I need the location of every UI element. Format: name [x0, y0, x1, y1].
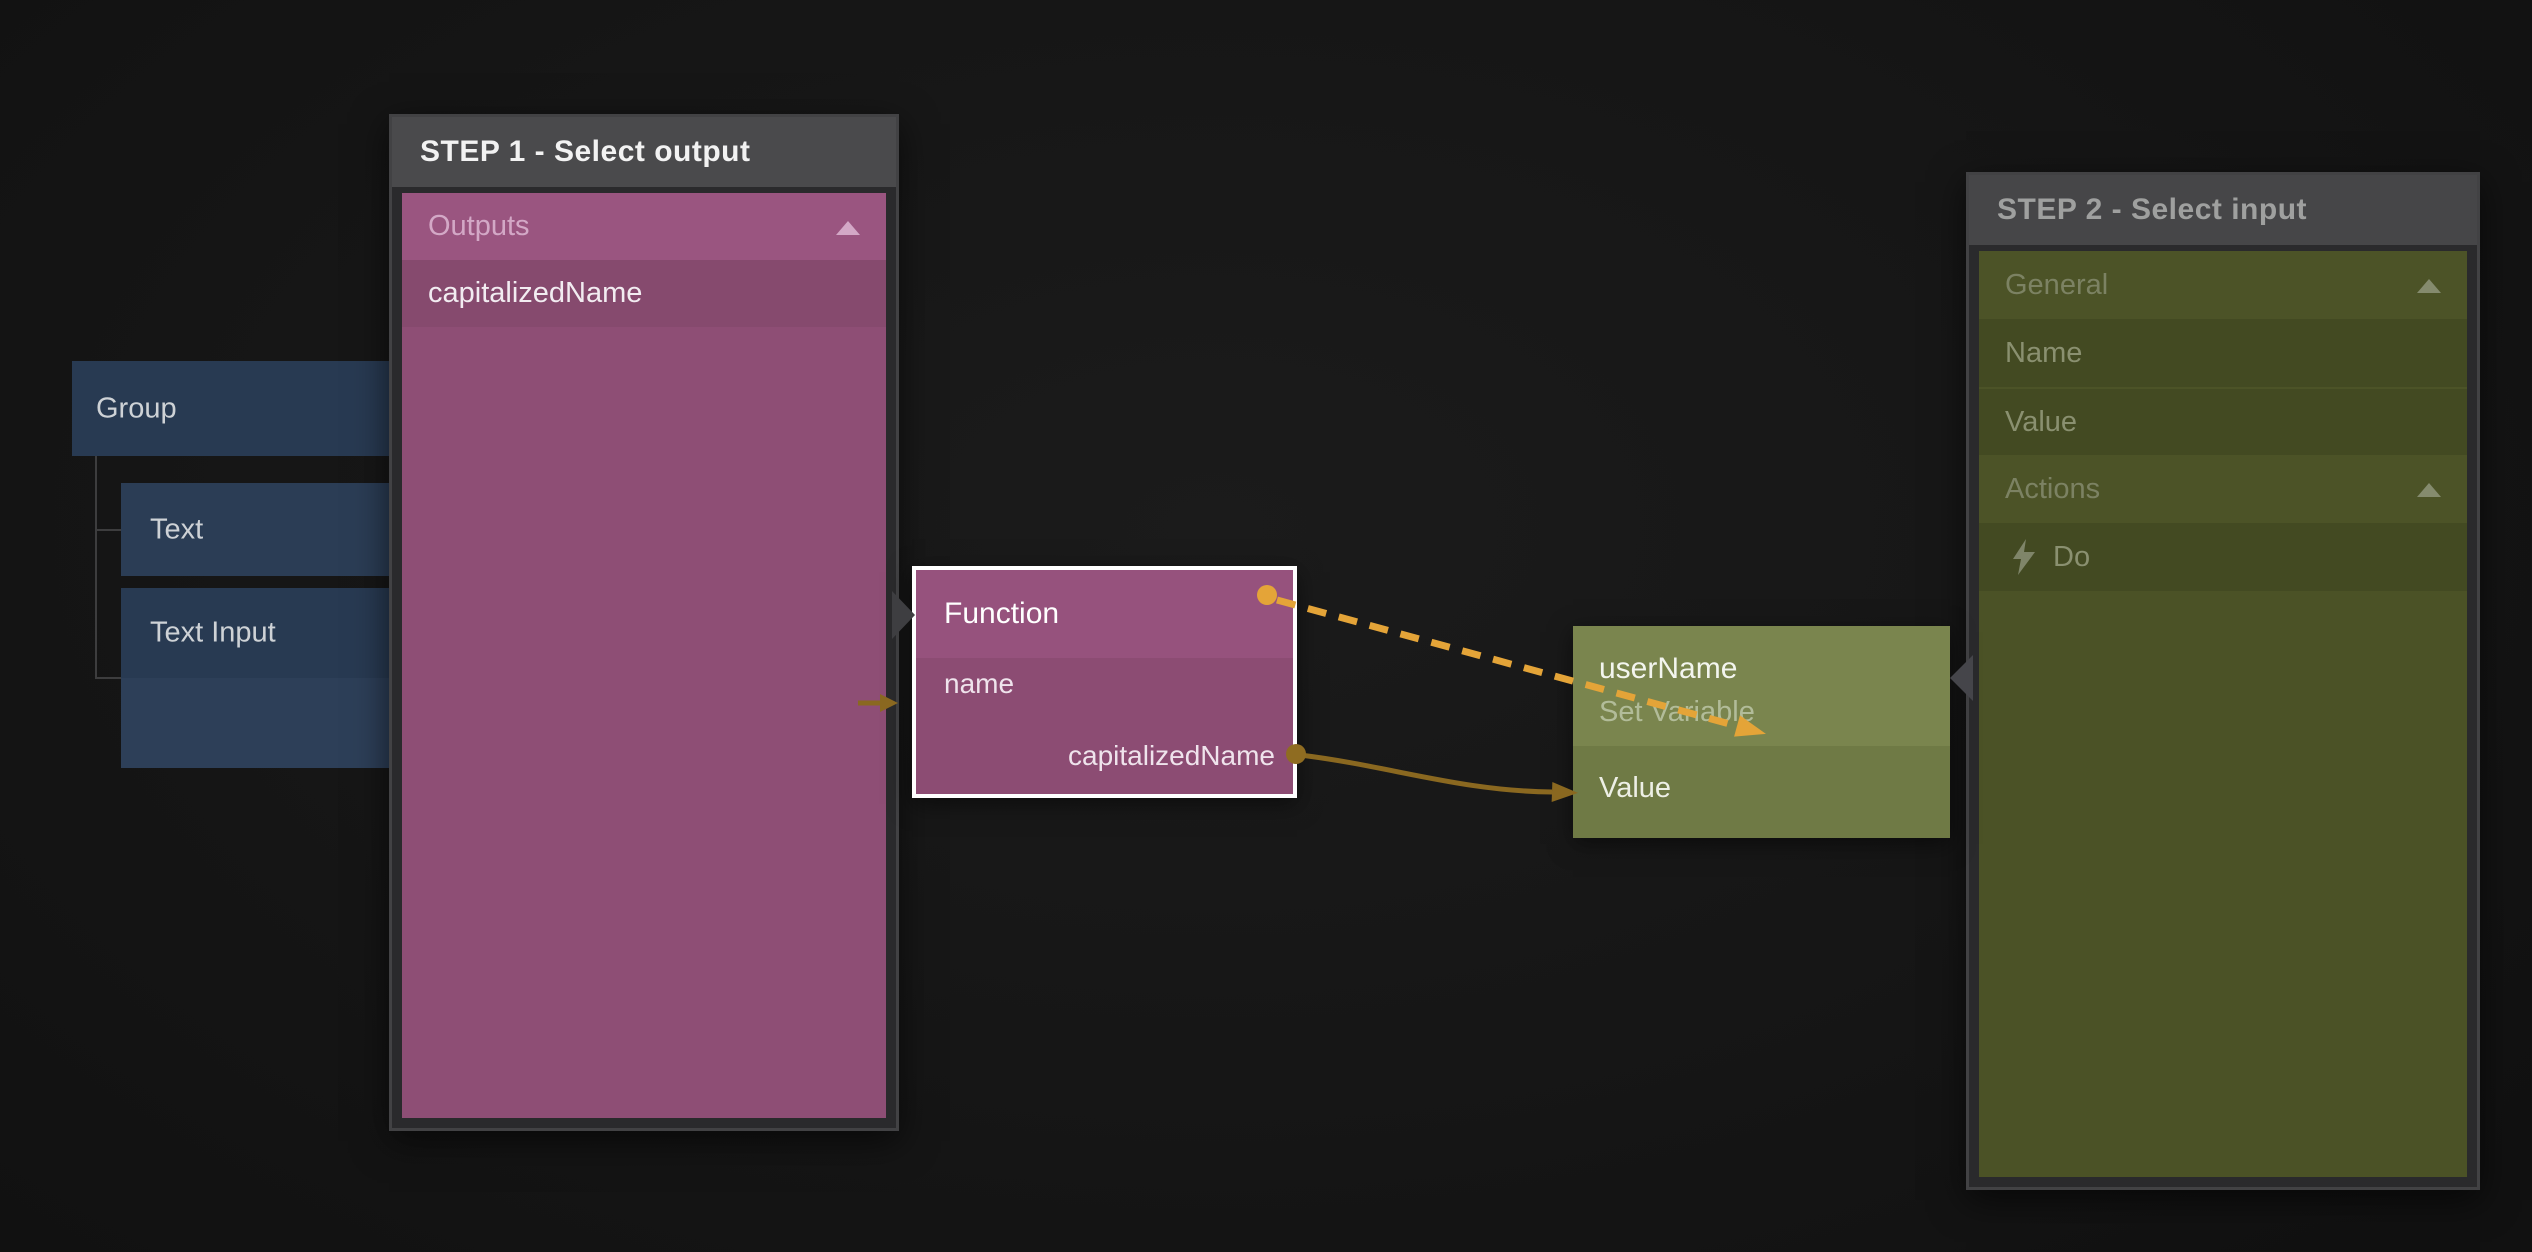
node-label: Text Input	[150, 616, 276, 649]
node-body	[121, 678, 391, 768]
general-section-row[interactable]: General	[1979, 251, 2467, 319]
input-port-value[interactable]: Value	[1599, 772, 1672, 804]
port-label: Name	[2005, 336, 2083, 369]
actions-section-row[interactable]: Actions	[1979, 455, 2467, 523]
node-label: Group	[96, 392, 177, 424]
tree-connector-tick	[95, 677, 122, 679]
input-port-name[interactable]: name	[944, 668, 1015, 699]
step1-panel[interactable]: STEP 1 - Select output Outputs capitaliz…	[389, 114, 899, 1131]
section-label: Outputs	[428, 210, 530, 242]
node-text-input[interactable]: Text Input	[121, 588, 391, 768]
node-header: Function	[916, 570, 1293, 658]
section-label: Actions	[2005, 472, 2101, 505]
output-port-capitalizedname[interactable]: capitalizedName	[1068, 740, 1275, 771]
step2-panel-title: STEP 2 - Select input	[1969, 175, 2477, 245]
chevron-up-icon[interactable]	[2417, 483, 2441, 497]
step2-panel[interactable]: STEP 2 - Select input General Name Value…	[1966, 172, 2480, 1190]
port-label: Value	[2005, 405, 2078, 438]
port-row-capitalizedname[interactable]: capitalizedName	[402, 260, 886, 327]
step2-port-list: General Name Value Actions Do	[1979, 251, 2467, 1177]
node-title: Function	[944, 597, 1060, 630]
node-text[interactable]: Text	[121, 483, 391, 576]
connection-solid[interactable]	[1299, 752, 1553, 795]
port-label: capitalizedName	[428, 277, 643, 309]
node-subtitle: Set Variable	[1599, 696, 1755, 728]
node-group[interactable]: Group	[72, 361, 390, 456]
chevron-up-icon[interactable]	[2417, 279, 2441, 293]
port-row-do[interactable]: Do	[1979, 523, 2467, 591]
port-row-value[interactable]: Value	[1979, 387, 2467, 455]
node-label: Text	[150, 513, 204, 545]
node-header	[121, 588, 391, 678]
node-username-set-variable[interactable]: userName Set Variable Value	[1573, 626, 1950, 838]
lightning-icon	[2013, 539, 2035, 575]
section-label: General	[2005, 268, 2109, 301]
port-label: Do	[2053, 540, 2091, 573]
chevron-up-icon[interactable]	[836, 220, 860, 235]
step1-panel-title: STEP 1 - Select output	[392, 117, 896, 187]
outputs-section-row[interactable]: Outputs	[402, 193, 886, 260]
node-title: userName	[1599, 652, 1738, 685]
tree-connector-tick	[95, 529, 122, 531]
step1-port-list: Outputs capitalizedName	[402, 193, 886, 1118]
node-function[interactable]: Function name capitalizedName	[912, 566, 1297, 798]
tree-connector-vertical	[95, 456, 97, 679]
port-row-name[interactable]: Name	[1979, 319, 2467, 387]
